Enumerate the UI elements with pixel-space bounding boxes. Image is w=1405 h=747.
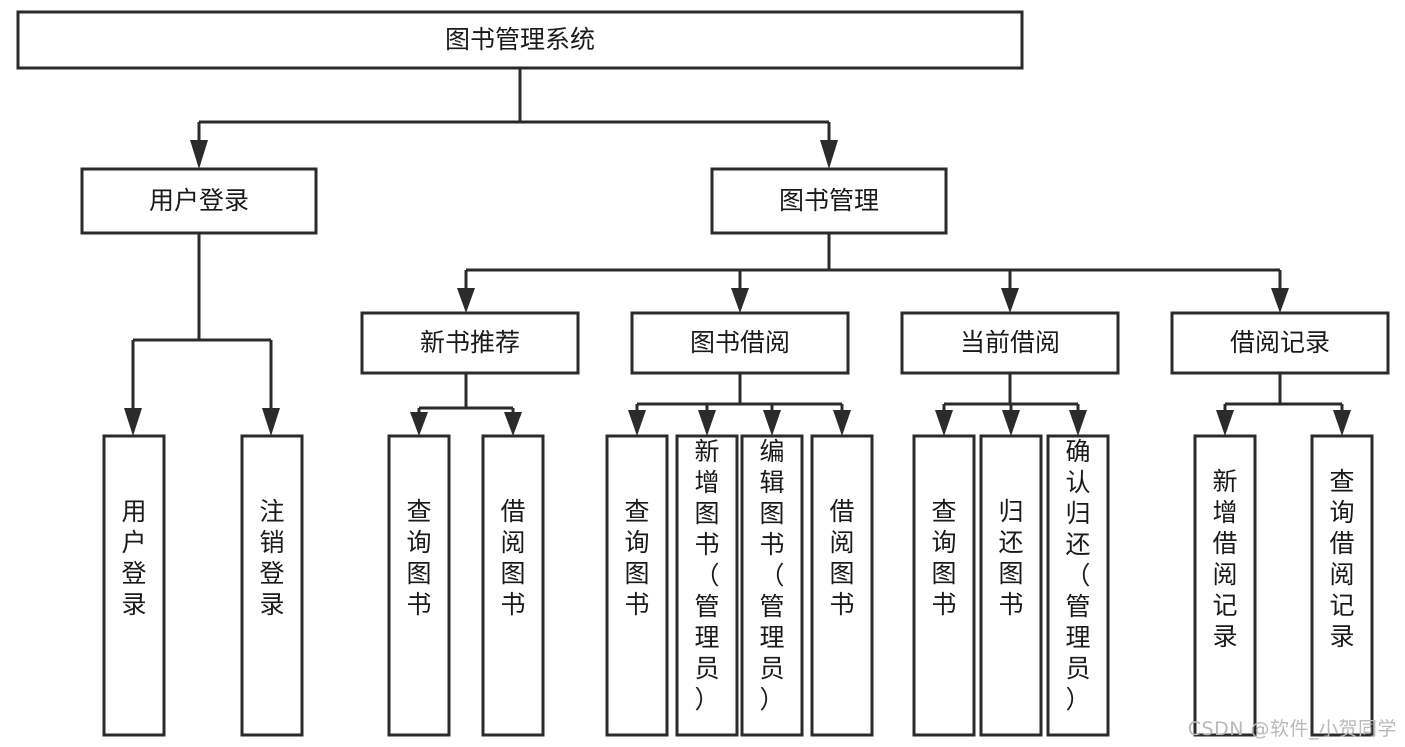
node-root-box [16,10,1024,70]
leaf-book-borrow-borrow[interactable]: 借阅图书 [810,434,874,737]
arrow-head-bookborrow-leaf4 [833,410,851,436]
leaf-new-book-borrow-box [481,434,545,737]
arrow-head-book-borrow [731,288,749,313]
leaf-book-borrow-query-box [605,434,669,737]
leaf-user-login-login[interactable]: 用户登录 [102,434,166,737]
node-user-login[interactable]: 用户登录 [80,167,318,235]
arrow-head-user-login [190,140,208,169]
leaf-user-login-logout[interactable]: 注销登录 [240,434,304,737]
leaf-book-borrow-edit-box [740,434,804,737]
arrow-head-bookborrow-leaf3 [763,410,781,436]
leaf-book-borrow-add[interactable]: 新增图书（管理员） [675,434,739,737]
leaf-book-borrow-query[interactable]: 查询图书 [605,434,669,737]
arrow-head-bookborrow-leaf1 [628,410,646,436]
leaf-user-login-logout-label: 注销登录 [259,497,284,619]
node-current-borrow-label: 当前借阅 [960,328,1060,357]
arrow-head-records-leaf2 [1333,410,1351,436]
leaf-records-add[interactable]: 新增借阅记录 [1193,434,1257,737]
arrow-head-currentborrow-leaf2 [1002,410,1020,436]
node-root-library-system[interactable]: 图书管理系统 [16,10,1024,70]
node-borrow-records[interactable]: 借阅记录 [1170,311,1390,375]
leaf-new-book-borrow[interactable]: 借阅图书 [481,434,545,737]
node-book-borrow[interactable]: 图书借阅 [630,311,850,375]
arrow-head-book-manage [820,140,838,169]
leaf-records-query-box [1310,434,1374,737]
node-book-management[interactable]: 图书管理 [710,167,948,235]
leaf-current-borrow-query-label: 查询图书 [931,497,956,619]
arrow-head-currentborrow-leaf3 [1069,410,1087,436]
node-current-borrow-box [900,311,1120,375]
arrow-head-bookborrow-leaf2 [698,410,716,436]
leaf-book-borrow-edit-label: 编辑图书（管理员） [759,437,784,714]
node-root-label: 图书管理系统 [445,25,595,54]
leaf-current-borrow-return[interactable]: 归还图书 [979,434,1043,737]
leaf-records-query[interactable]: 查询借阅记录 [1310,434,1374,737]
leaf-current-borrow-confirm-label: 确认归还（管理员） [1065,437,1090,714]
node-book-management-box [710,167,948,235]
node-book-management-label: 图书管理 [779,186,879,215]
node-current-borrow[interactable]: 当前借阅 [900,311,1120,375]
node-new-book-recommend[interactable]: 新书推荐 [360,311,580,375]
node-user-login-box [80,167,318,235]
leaf-records-add-label: 新增借阅记录 [1212,467,1237,651]
arrow-head-currentborrow-leaf1 [935,410,953,436]
leaf-current-borrow-return-label: 归还图书 [998,497,1023,619]
arrow-head-new-book [457,288,475,313]
leaf-user-login-login-box [102,434,166,737]
node-new-book-recommend-box [360,311,580,375]
leaf-book-borrow-add-label: 新增图书（管理员） [694,437,719,714]
leaf-book-borrow-add-box [675,434,739,737]
arrow-head-newbook-leaf1 [410,412,428,436]
leaf-current-borrow-confirm[interactable]: 确认归还（管理员） [1046,434,1110,737]
leaf-book-borrow-edit[interactable]: 编辑图书（管理员） [740,434,804,737]
leaf-user-login-logout-box [240,434,304,737]
arrow-head-userlogin-leaf2 [262,408,280,436]
leaf-records-query-label: 查询借阅记录 [1329,467,1354,651]
leaf-current-borrow-query[interactable]: 查询图书 [912,434,976,737]
leaf-new-book-query[interactable]: 查询图书 [387,434,451,737]
node-book-borrow-box [630,311,850,375]
arrow-head-userlogin-leaf1 [124,408,142,436]
leaf-current-borrow-return-box [979,434,1043,737]
leaf-new-book-query-label: 查询图书 [406,497,431,619]
leaf-new-book-borrow-label: 借阅图书 [500,497,525,619]
leaf-new-book-query-box [387,434,451,737]
connector-layer [124,68,1351,436]
leaf-user-login-login-label: 用户登录 [121,497,146,619]
node-borrow-records-label: 借阅记录 [1230,328,1330,357]
arrow-head-records-leaf1 [1216,410,1234,436]
arrow-head-current-borrow [1001,288,1019,313]
leaf-current-borrow-query-box [912,434,976,737]
leaf-records-add-box [1193,434,1257,737]
leaf-book-borrow-query-label: 查询图书 [624,497,649,619]
arrow-head-borrow-records [1271,288,1289,313]
leaf-book-borrow-borrow-label: 借阅图书 [829,497,854,619]
node-user-login-label: 用户登录 [149,186,249,215]
node-borrow-records-box [1170,311,1390,375]
leaf-current-borrow-confirm-box [1046,434,1110,737]
arrow-head-newbook-leaf2 [504,412,522,436]
leaf-book-borrow-borrow-box [810,434,874,737]
node-new-book-recommend-label: 新书推荐 [420,328,520,357]
node-book-borrow-label: 图书借阅 [690,328,790,357]
